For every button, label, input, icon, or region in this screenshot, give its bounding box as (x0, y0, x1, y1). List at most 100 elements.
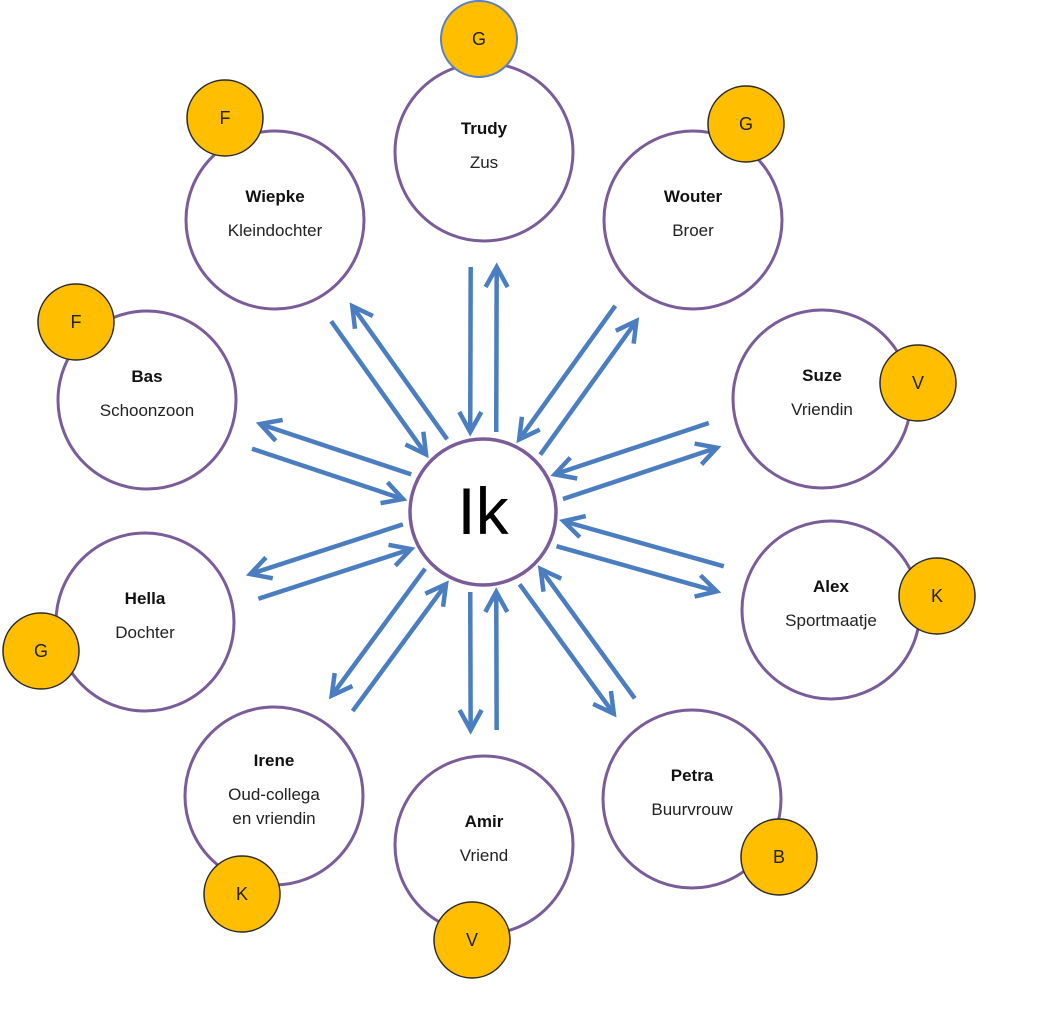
arrow-to-petra-shaft (517, 582, 614, 713)
arrow-from-petra-shaft (540, 570, 637, 700)
arrow-from-amir-head (483, 587, 510, 614)
arrow-to-trudy-head (483, 262, 510, 289)
arrow-from-alex-head (559, 513, 587, 539)
arrow-to-suze-head (694, 441, 722, 466)
arrow-to-bas-head (255, 417, 284, 443)
category-badge: B (740, 818, 818, 896)
arrow-from-hella-head (388, 542, 416, 568)
category-badge: G (2, 612, 80, 690)
arrow-to-alex-head (694, 573, 722, 599)
arrow-to-wouter-head (614, 317, 640, 344)
person-circle (602, 129, 784, 311)
arrow-to-bas-shaft (262, 422, 412, 477)
arrow-to-petra-head (592, 690, 617, 718)
arrow-from-hella (257, 542, 416, 601)
person-role: Kleindochter (228, 221, 323, 240)
arrow-to-suze (562, 441, 722, 502)
arrow-from-wiepke-shaft (329, 319, 427, 454)
center-label: Ik (457, 474, 509, 548)
arrow-to-wiepke-head (349, 302, 374, 330)
badge-letter: F (71, 312, 82, 332)
arrow-to-trudy (483, 262, 510, 433)
person-circle (740, 519, 922, 701)
badge-letter: K (931, 586, 943, 606)
arrow-from-trudy (457, 266, 484, 437)
arrow-from-bas-shaft (251, 446, 401, 501)
person-role: Dochter (115, 623, 175, 642)
badge-letter: G (472, 29, 486, 49)
center-node: Ik (408, 437, 558, 587)
arrow-from-wiepke (329, 319, 429, 459)
arrow-to-hella (245, 522, 404, 581)
arrow-from-irene-head (424, 580, 449, 608)
badge-circle (2, 612, 80, 690)
nodes-layer: TrudyZusGWouterBroerGSuzeVriendinVAlexSp… (2, 0, 976, 979)
arrow-to-bas (255, 417, 412, 477)
arrow-to-amir-head (457, 708, 484, 735)
arrow-from-wouter-head (516, 416, 541, 444)
person-role: Oud-collega (228, 785, 320, 804)
arrow-to-amir (457, 592, 484, 735)
arrow-from-alex (559, 513, 725, 569)
arrow-from-wouter (516, 304, 618, 444)
arrow-from-alex-shaft (565, 519, 725, 569)
arrow-from-petra (537, 565, 637, 700)
arrow-from-amir (483, 587, 510, 730)
person-role: Zus (470, 153, 498, 172)
person-name: Wiepke (245, 187, 304, 206)
person-name: Bas (131, 367, 162, 386)
arrow-from-bas (251, 446, 408, 506)
category-badge: K (203, 855, 281, 933)
badge-circle (37, 283, 115, 361)
arrow-to-wouter-shaft (538, 322, 637, 456)
arrow-to-wiepke (349, 302, 450, 441)
category-badge: V (433, 901, 511, 979)
person-circle (601, 708, 783, 890)
badge-circle (898, 557, 976, 635)
badge-circle (879, 344, 957, 422)
badge-letter: G (34, 641, 48, 661)
badge-circle (740, 818, 818, 896)
person-circle (56, 309, 238, 491)
person-circle (54, 531, 236, 713)
arrow-from-wouter-shaft (519, 304, 618, 439)
arrow-from-wiepke-head (404, 431, 429, 459)
category-badge: K (898, 557, 976, 635)
category-badge: V (879, 344, 957, 422)
badge-circle (203, 855, 281, 933)
person-name: Trudy (461, 119, 508, 138)
arrow-from-bas-head (380, 480, 408, 506)
center-circle (408, 437, 558, 587)
arrow-from-trudy-head (457, 410, 484, 437)
badge-letter: G (739, 114, 753, 134)
badge-circle (433, 901, 511, 979)
badge-letter: B (773, 847, 785, 867)
badge-letter: K (236, 884, 248, 904)
category-badge: F (186, 79, 264, 157)
arrow-to-alex-shaft (555, 544, 715, 593)
arrow-to-hella-shaft (252, 522, 404, 576)
person-role: Sportmaatje (785, 611, 877, 630)
arrow-from-suze-shaft (556, 420, 710, 476)
badge-letter: F (220, 108, 231, 128)
person-name: Irene (254, 751, 295, 770)
badge-letter: V (912, 373, 924, 393)
arrow-to-wouter (538, 317, 640, 456)
arrow-to-hella-head (245, 555, 274, 581)
badge-circle (440, 0, 518, 78)
arrow-to-petra (517, 582, 617, 718)
arrow-to-irene-shaft (331, 567, 427, 695)
person-name: Amir (465, 812, 504, 831)
person-name: Suze (802, 366, 842, 385)
arrow-from-irene-shaft (350, 585, 447, 713)
person-role: Broer (672, 221, 714, 240)
person-role: Vriendin (791, 400, 853, 419)
